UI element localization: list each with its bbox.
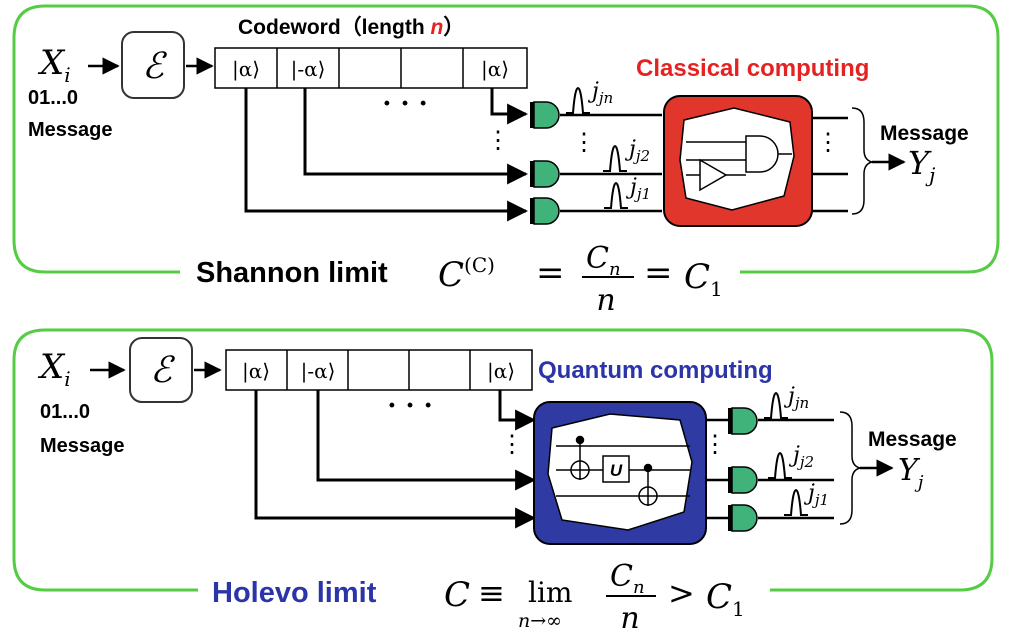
pulse-icon [566,86,628,209]
formula-gt: > [668,574,695,612]
encoder-symbol: ℰ [142,46,167,87]
detector-icon [728,407,758,435]
top-panel: Xi 01...0 Message ℰ Codeword（length n） |… [12,4,1000,318]
codeword-cell: |α⟩ [232,57,260,82]
shannon-limit-label: Shannon limit [196,257,388,289]
quantum-computing-label: Quantum computing [538,357,773,384]
ellipsis: · · · [382,89,427,119]
detector-icon [530,197,560,225]
encoder-box [129,337,193,403]
formula-numerator: Cn [610,559,645,598]
logic-gates-icon [686,135,792,192]
input-message-label: Message [40,435,125,457]
input-message-label: Message [28,119,113,141]
top-frame [12,4,1000,274]
formula-lhs: C(C) [438,253,495,295]
detector-icon [728,466,758,494]
detector-icon [530,160,560,188]
output-message-label: Message [868,428,957,451]
codeword-register: |α⟩ |-α⟩ |α⟩ [225,349,533,391]
pulse-label-j2: jj2 [788,443,814,471]
pulse-label-j1: jj1 [625,175,651,203]
input-xi: Xi [37,43,71,87]
bottom-panel: Xi 01...0 Message ℰ |α⟩ |-α⟩ |α⟩ Quantum… [12,328,994,636]
detector-output-lines [560,113,662,213]
vdots-detectors: ⋮ [572,128,596,156]
pulse-label-j1: jj1 [803,481,829,509]
ellipsis: · · · [387,391,432,421]
detector-icon [728,504,758,532]
detector-output-lines [758,418,834,520]
input-bits: 01...0 [28,87,78,109]
output-brace [851,107,873,215]
quantum-output-lines [706,418,728,520]
pulse-icon [764,391,808,516]
codeword-cell: |α⟩ [487,359,515,384]
pulse-label-jn: jjn [783,384,809,412]
formula-lim-sub: n→∞ [518,610,562,632]
input-bits: 01...0 [40,401,90,423]
channel-lines [254,390,537,529]
vdots-left: ⋮ [500,430,524,458]
formula-rhs: C1 [706,577,745,621]
quantum-circuit-icon [556,435,690,506]
formula-rhs: C1 [684,257,723,301]
vdots-outputs: ⋮ [816,128,840,156]
output-message-label: Message [880,122,969,145]
formula-denominator: n [620,601,639,636]
codeword-title: Codeword（length n） [238,15,464,39]
formula-denominator: n [596,283,615,318]
formula-equiv: ≡ [478,574,505,612]
codeword-cell: |α⟩ [481,57,509,82]
formula-numerator: Cn [586,241,621,280]
formula-equals: = [536,253,565,293]
classical-output-lines [812,116,848,213]
codeword-register: |α⟩ |-α⟩ |α⟩ [214,47,528,89]
formula-lim: lim [528,576,572,609]
pulse-label-j2: jj2 [624,137,650,165]
formula-equals-2: = [644,253,673,293]
encoder-symbol: ℰ [150,350,175,391]
detector-icon [530,101,560,129]
output-yj: Yj [898,453,924,493]
pulse-label-jn: jjn [587,79,613,107]
vdots-processor: ⋮ [703,430,727,458]
codeword-cell: |α⟩ [242,359,270,384]
output-brace [839,411,861,525]
classical-computing-label: Classical computing [636,55,869,82]
unitary-gate-label: U [610,461,623,480]
codeword-cell: |-α⟩ [291,57,326,82]
channel-lines [244,88,529,222]
input-xi: Xi [37,347,71,391]
codeword-cell: |-α⟩ [301,359,336,384]
bottom-frame [12,328,994,592]
vdots-left: ⋮ [486,126,510,154]
formula-lhs: C [444,575,470,615]
output-yj: Yj [908,144,935,187]
encoder-box [121,31,185,99]
holevo-limit-label: Holevo limit [212,577,377,609]
